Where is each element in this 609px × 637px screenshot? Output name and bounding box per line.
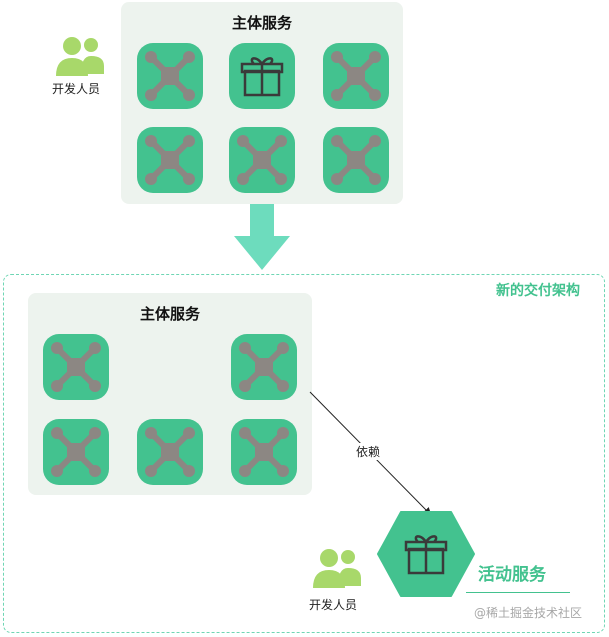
module-tile (323, 127, 389, 193)
module-tile (43, 334, 109, 400)
module-node-icon (231, 419, 297, 485)
new-architecture-boundary (3, 274, 605, 633)
activity-service-node (376, 510, 476, 598)
module-tile (231, 334, 297, 400)
module-node-icon (137, 127, 203, 193)
module-node-icon (137, 419, 203, 485)
module-node-icon (229, 127, 295, 193)
module-tile (137, 419, 203, 485)
module-node-icon (231, 334, 297, 400)
module-node-icon (137, 43, 203, 109)
bottom-panel-title: 主体服务 (139, 305, 200, 323)
module-tile (323, 43, 389, 109)
module-node-icon (323, 43, 389, 109)
watermark: @稀土掘金技术社区 (474, 606, 583, 620)
module-node-icon (323, 127, 389, 193)
module-node-icon (43, 334, 109, 400)
gift-icon (240, 57, 284, 97)
dependency-label: 依赖 (354, 443, 383, 460)
developer-label-bottom: 开发人员 (309, 598, 358, 612)
transition-arrow (232, 204, 292, 270)
developer-label-top: 开发人员 (52, 82, 101, 96)
module-node-icon (43, 419, 109, 485)
top-panel-title: 主体服务 (231, 14, 292, 32)
module-tile (229, 127, 295, 193)
module-tile (231, 419, 297, 485)
activity-service-underline (466, 592, 570, 593)
module-tile (43, 419, 109, 485)
module-tile (137, 43, 203, 109)
new-architecture-title: 新的交付架构 (496, 283, 580, 299)
activity-service-label: 活动服务 (478, 565, 546, 585)
module-tile (137, 127, 203, 193)
developer-icon-bottom (309, 546, 363, 588)
developer-icon-top (52, 34, 106, 76)
gift-tile (229, 43, 295, 109)
